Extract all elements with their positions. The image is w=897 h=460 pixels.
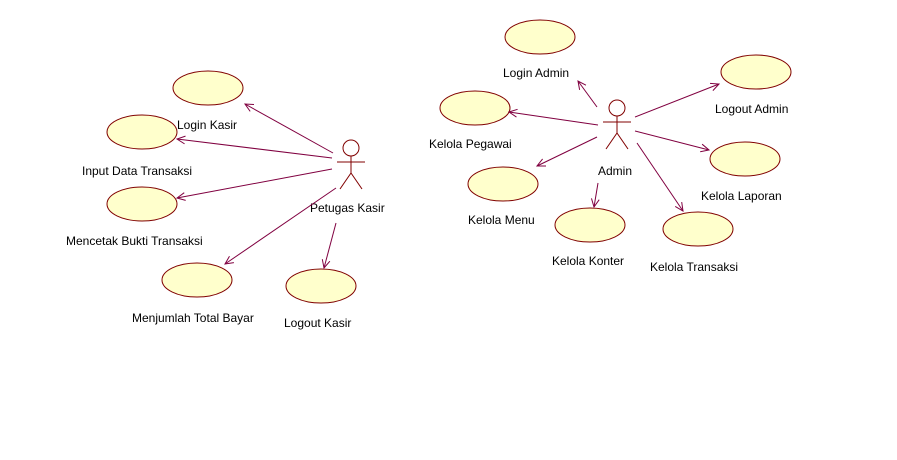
association-admin-pegawai <box>508 111 599 126</box>
actor-head <box>342 139 360 157</box>
actor-limb <box>350 172 363 190</box>
usecase-logout-admin-ellipse <box>720 54 792 90</box>
actor-limb <box>616 132 629 150</box>
usecase-login-admin-ellipse <box>504 19 576 55</box>
usecase-kelola-pegawai-label: Kelola Pegawai <box>429 137 512 151</box>
usecase-kelola-konter-ellipse <box>554 207 626 243</box>
association-kasir-input <box>176 138 333 159</box>
arrowhead-icon <box>700 143 711 153</box>
associations-admin <box>507 80 721 212</box>
usecase-logout-kasir-label: Logout Kasir <box>284 316 351 330</box>
usecase-kelola-transaksi-ellipse <box>662 211 734 247</box>
usecase-kelola-transaksi[interactable]: Kelola Transaksi <box>650 211 738 274</box>
association-admin-konter <box>593 182 599 208</box>
usecase-input-data-transaksi[interactable]: Input Data Transaksi <box>82 114 192 178</box>
stick-figure-actor-icon <box>603 99 631 150</box>
association-admin-laporan <box>634 130 710 151</box>
arrowhead-icon <box>175 192 186 201</box>
usecase-kelola-menu[interactable]: Kelola Menu <box>467 166 539 227</box>
usecase-logout-kasir-ellipse <box>285 268 357 304</box>
association-kasir-logout <box>323 222 337 269</box>
usecase-kelola-konter[interactable]: Kelola Konter <box>552 207 626 268</box>
usecase-mencetak-bukti-transaksi[interactable]: Mencetak Bukti Transaksi <box>66 186 203 248</box>
usecase-kelola-menu-ellipse <box>467 166 539 202</box>
usecase-kelola-transaksi-label: Kelola Transaksi <box>650 260 738 274</box>
usecase-login-admin[interactable]: Login Admin <box>503 19 576 80</box>
usecase-input-data-transaksi-ellipse <box>106 114 178 150</box>
actor-petugas-kasir-label: Petugas Kasir <box>310 201 385 215</box>
usecase-login-kasir-ellipse <box>172 70 244 106</box>
arrowhead-icon <box>321 259 331 270</box>
usecase-menjumlah-total-bayar-ellipse <box>161 262 233 298</box>
usecase-login-admin-label: Login Admin <box>503 66 569 80</box>
association-admin-menu <box>536 136 598 167</box>
arrowhead-icon <box>709 82 721 91</box>
association-admin-transaksi <box>636 142 684 212</box>
usecase-kelola-konter-label: Kelola Konter <box>552 254 624 268</box>
usecase-kelola-menu-label: Kelola Menu <box>468 213 535 227</box>
arrowhead-icon <box>674 202 684 212</box>
usecase-kelola-pegawai-ellipse <box>439 90 511 126</box>
usecase-kelola-laporan[interactable]: Kelola Laporan <box>701 141 782 203</box>
stick-figure-actor-icon <box>337 139 365 190</box>
actor-limb <box>339 172 352 190</box>
usecase-kelola-pegawai[interactable]: Kelola Pegawai <box>429 90 512 151</box>
usecase-login-kasir-label: Login Kasir <box>177 118 237 132</box>
actor-admin-label: Admin <box>598 164 632 178</box>
usecase-menjumlah-total-bayar-label: Menjumlah Total Bayar <box>132 311 254 325</box>
association-admin-logout <box>634 83 720 118</box>
arrowhead-icon <box>535 158 547 167</box>
association-admin-login <box>577 80 598 108</box>
arrowhead-icon <box>590 198 600 209</box>
usecase-login-kasir[interactable]: Login Kasir <box>172 70 244 132</box>
association-kasir-jumlah <box>224 187 337 265</box>
usecase-logout-admin[interactable]: Logout Admin <box>715 54 792 116</box>
usecase-mencetak-bukti-transaksi-ellipse <box>106 186 178 222</box>
actor-limb <box>605 132 618 150</box>
usecase-logout-kasir[interactable]: Logout Kasir <box>284 268 357 330</box>
arrowhead-icon <box>577 80 587 90</box>
actor-head <box>608 99 626 117</box>
arrowhead-icon <box>224 255 234 265</box>
association-kasir-cetak <box>176 168 333 199</box>
actor-admin[interactable]: Admin <box>598 99 632 178</box>
arrowhead-icon <box>243 103 255 112</box>
usecase-menjumlah-total-bayar[interactable]: Menjumlah Total Bayar <box>132 262 254 325</box>
usecase-logout-admin-label: Logout Admin <box>715 102 788 116</box>
actor-petugas-kasir[interactable]: Petugas Kasir <box>310 139 385 215</box>
association-kasir-login <box>244 103 334 154</box>
arrowhead-icon <box>175 135 186 145</box>
usecase-kelola-laporan-label: Kelola Laporan <box>701 189 782 203</box>
associations-kasir <box>175 103 337 270</box>
arrowhead-icon <box>507 108 518 118</box>
usecase-kelola-laporan-ellipse <box>709 141 781 177</box>
usecase-input-data-transaksi-label: Input Data Transaksi <box>82 164 192 178</box>
usecase-mencetak-bukti-transaksi-label: Mencetak Bukti Transaksi <box>66 234 203 248</box>
